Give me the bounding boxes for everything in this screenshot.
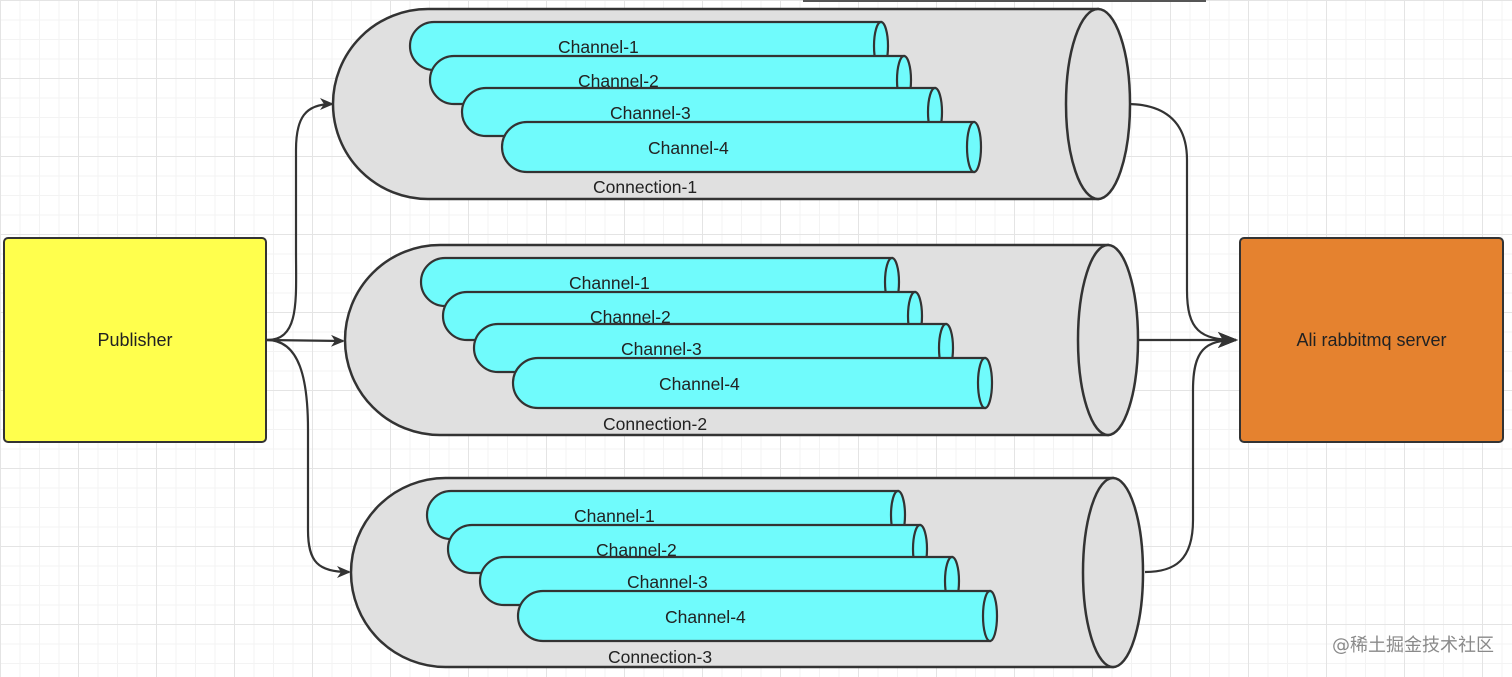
- connection-label: Connection-3: [608, 647, 712, 667]
- channel-label: Channel-4: [648, 138, 729, 158]
- channel-tube-cap: [976, 356, 994, 410]
- channel-label: Channel-1: [574, 506, 655, 526]
- connection-2: Channel-1Channel-2Channel-3Channel-4Conn…: [343, 243, 1140, 437]
- connection-1: Channel-1Channel-2Channel-3Channel-4Conn…: [331, 7, 1132, 201]
- channel-4: Channel-4: [516, 589, 999, 643]
- channel-label: Channel-3: [627, 572, 708, 592]
- channel-tube-cap: [965, 120, 983, 174]
- channel-label: Channel-2: [578, 71, 659, 91]
- edge-connection-1-server: [1126, 102, 1238, 348]
- publisher-label: Publisher: [97, 329, 173, 350]
- channel-label: Channel-4: [659, 374, 740, 394]
- channel-tube-body: [511, 356, 987, 410]
- edge-connection-3-server: [1144, 332, 1238, 574]
- channel-tube-body: [500, 120, 976, 174]
- channel-label: Channel-4: [665, 607, 746, 627]
- channel-label: Channel-1: [569, 273, 650, 293]
- edge-publisher-connection-2: [266, 334, 345, 347]
- edge-publisher-connection-1: [266, 98, 334, 342]
- connection-label: Connection-2: [603, 414, 707, 434]
- connection-label: Connection-1: [593, 177, 697, 197]
- rabbitmq-server-node: Ali rabbitmq server: [1239, 237, 1504, 443]
- channel-label: Channel-3: [621, 339, 702, 359]
- channel-label: Channel-2: [596, 540, 677, 560]
- edge-publisher-connection-3: [266, 338, 351, 578]
- rabbitmq-server-label: Ali rabbitmq server: [1296, 329, 1447, 350]
- channel-label: Channel-3: [610, 103, 691, 123]
- publisher-node: Publisher: [3, 237, 267, 443]
- channel-tube-cap: [981, 589, 999, 643]
- connection-3: Channel-1Channel-2Channel-3Channel-4Conn…: [349, 476, 1145, 669]
- channel-label: Channel-1: [558, 37, 639, 57]
- channel-4: Channel-4: [500, 120, 983, 174]
- top-divider-line: [803, 0, 1206, 2]
- connection-tube-cap: [1081, 476, 1145, 669]
- watermark: @稀土掘金技术社区: [1332, 635, 1494, 656]
- channel-tube-body: [516, 589, 992, 643]
- connection-tube-cap: [1076, 243, 1140, 437]
- channel-4: Channel-4: [511, 356, 994, 410]
- channel-label: Channel-2: [590, 307, 671, 327]
- connection-tube-cap: [1064, 7, 1132, 201]
